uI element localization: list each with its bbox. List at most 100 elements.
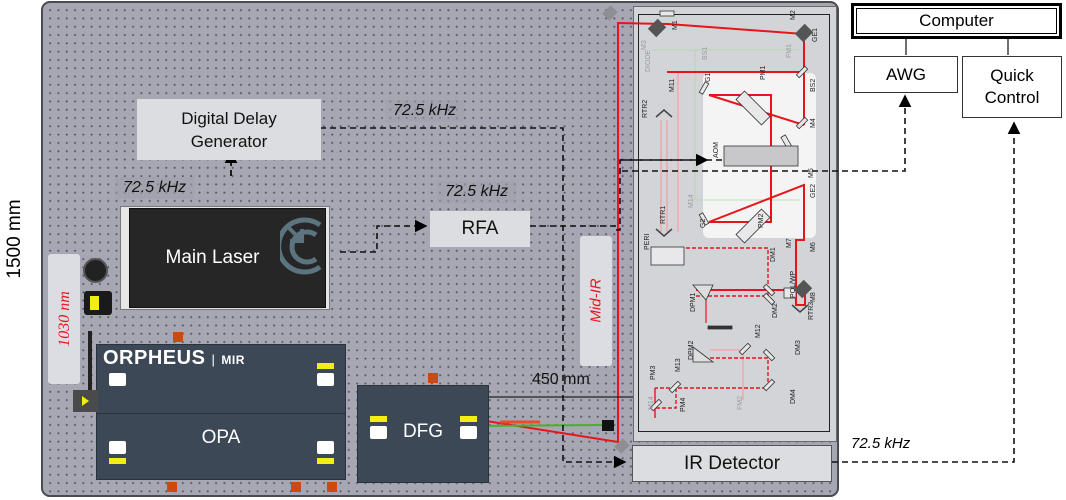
computer-label: Computer [919,11,994,30]
optic-label: POL/WP [790,270,797,298]
optic-label: DM2 [772,303,779,318]
optic-label: M7 [786,238,793,248]
optic-label: GE1 [812,27,819,42]
optic-label: M14 [648,396,655,410]
optic-label: G1 [705,72,712,82]
laser-logo-icon [280,217,322,275]
optic-label: M11 [669,78,676,92]
dfg-indicator-l [370,416,387,422]
cable-lines [486,38,1009,398]
pump-fiber-line [88,331,92,399]
optic-label: M5 [808,168,815,178]
optic-label: DM3 [795,340,802,355]
optic-label: PM1 [760,65,767,80]
optic-label: PERI [644,233,651,250]
orpheus-suffix-text: MIR [221,353,245,367]
optic-label: DPM2 [688,340,695,360]
opa-indicator-tr [317,363,334,369]
connector-icon [428,373,438,383]
opa-port-br [317,441,334,454]
opa-box[interactable]: ORPHEUS | MIR OPA [96,344,346,480]
alignment-beam-green-lines [652,49,800,201]
rtr1-retroreflector [655,228,673,237]
rfa-box[interactable]: RFA [430,211,530,247]
optic-label: DPM1 [690,292,697,312]
optic-label: PM3 [650,365,657,380]
freq-label-ddg-bench: 72.5 kHz [385,100,465,122]
optic-label: DIODE [645,49,652,72]
quick-control-box[interactable]: Quick Control [962,56,1062,118]
opa-port-bl [109,441,126,454]
optic-label: M4 [810,118,817,128]
bench-inner-frame [638,14,830,432]
awg-box[interactable]: AWG [854,56,958,93]
optic-label: M8 [810,292,817,302]
mirror-mount-icons [602,5,814,454]
fiber-coupler-icon [83,258,108,283]
optic-label: M3 [641,40,648,50]
rtr2-retroreflector [655,109,673,118]
connector-icon [167,482,177,492]
dfg-port-l [370,426,387,439]
optic-label: M14 [688,194,695,208]
dfg-green-beam [485,424,603,427]
awg-label: AWG [886,64,926,84]
play-arrow-icon [82,396,89,406]
optic-label: M1 [672,20,679,30]
optic-label: M13 [675,358,682,372]
opa-port-tr [317,373,334,386]
connector-icon [291,482,301,492]
trigger-signal-lines [230,94,1021,469]
optic-label: PM2 [758,213,765,228]
optic-label: PM4 [680,397,687,412]
optic-label: RTR3 [808,301,815,320]
orpheus-logo: ORPHEUS | MIR [103,347,245,369]
pump-wavelength-strip [48,254,80,384]
opa-divider [97,413,345,414]
opa-label: OPA [201,427,241,448]
dfg-indicator-r [460,416,477,422]
ir-detector-label: IR Detector [683,452,781,474]
opa-port-tl [109,373,126,386]
freq-label-laser-ddg: 72.5 kHz [115,177,195,199]
dfg-label: DFG [402,421,444,442]
dfg-box[interactable]: DFG [357,385,489,483]
secondary-beam-dashed [655,247,769,409]
secondary-beams [660,72,744,400]
quick-control-label: Quick Control [984,66,1040,107]
connector-icon [173,332,183,342]
beam-dump [602,420,614,431]
optic-label: DM4 [790,389,797,404]
freq-label-laser-rfa: 72.5 kHz [437,181,517,203]
isolator-icon [84,291,112,315]
optic-label: M2 [790,10,797,20]
digital-delay-generator-label: Digital Delay Generator [181,108,277,151]
optic-label: AOM [713,142,720,158]
rtr3-retroreflector [791,304,809,313]
optic-label: M12 [755,324,762,338]
optic-label: BS1 [702,46,709,60]
optic-label: GE2 [810,183,817,198]
freq-label-detector-qc: 72.5 kHz [851,435,911,452]
dpm1-prism [692,284,714,301]
opa-indicator-br [317,458,334,464]
opa-indicator-bl [109,458,126,464]
optic-label: M6 [810,242,817,252]
optic-label: RTR2 [642,99,649,118]
main-laser-label: Main Laser [165,247,260,268]
mid-ir-strip [580,236,612,366]
optic-label: BS2 [810,78,817,92]
optic-label: G2 [700,218,707,228]
optic-label: RTR1 [660,205,667,224]
optic-label: DM1 [770,247,777,262]
ir-detector-box[interactable]: IR Detector [632,445,832,482]
orpheus-brand-text: ORPHEUS [103,347,206,369]
opa-input-tab[interactable] [73,390,98,412]
optic-label: FM1 [786,44,793,58]
digital-delay-generator-box[interactable]: Digital Delay Generator [137,99,321,160]
rfa-label: RFA [461,218,499,239]
connector-icon [327,482,337,492]
computer-box[interactable]: Computer [851,3,1062,39]
dpm2-prism [692,346,715,363]
